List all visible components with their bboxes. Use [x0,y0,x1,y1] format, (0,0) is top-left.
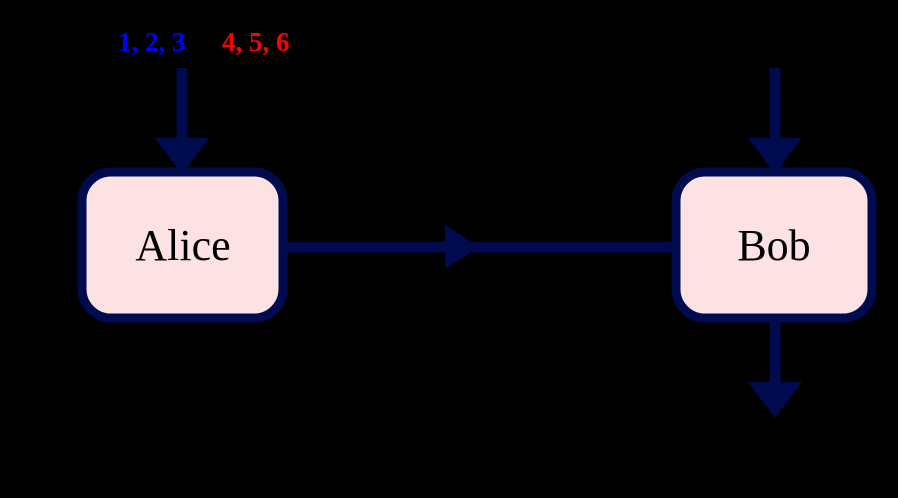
edge-input-to-alice [155,68,209,174]
edge-label-red-text: 4, 5, 6 [222,27,290,57]
edge-alice-to-bob [283,225,676,269]
edge-bob-to-output-arrowhead [748,382,802,418]
node-alice-label: Alice [135,221,230,270]
edge-label-blue-text: 1, 2, 3 [118,27,186,57]
node-bob-label: Bob [737,221,810,270]
node-bob[interactable]: Bob [671,167,877,323]
node-alice-shape[interactable] [77,167,288,323]
edge-input-to-bob-arrowhead [748,138,802,174]
edge-input-to-bob [748,68,802,174]
edge-bob-to-output [748,318,802,418]
edge-input-to-alice-label: 1, 2, 3 4, 5, 6 [118,27,290,57]
edge-alice-to-bob-arrowhead [445,225,480,269]
edge-input-to-alice-arrowhead [155,138,209,174]
node-alice[interactable]: Alice [77,167,288,323]
node-bob-shape[interactable] [671,167,877,323]
